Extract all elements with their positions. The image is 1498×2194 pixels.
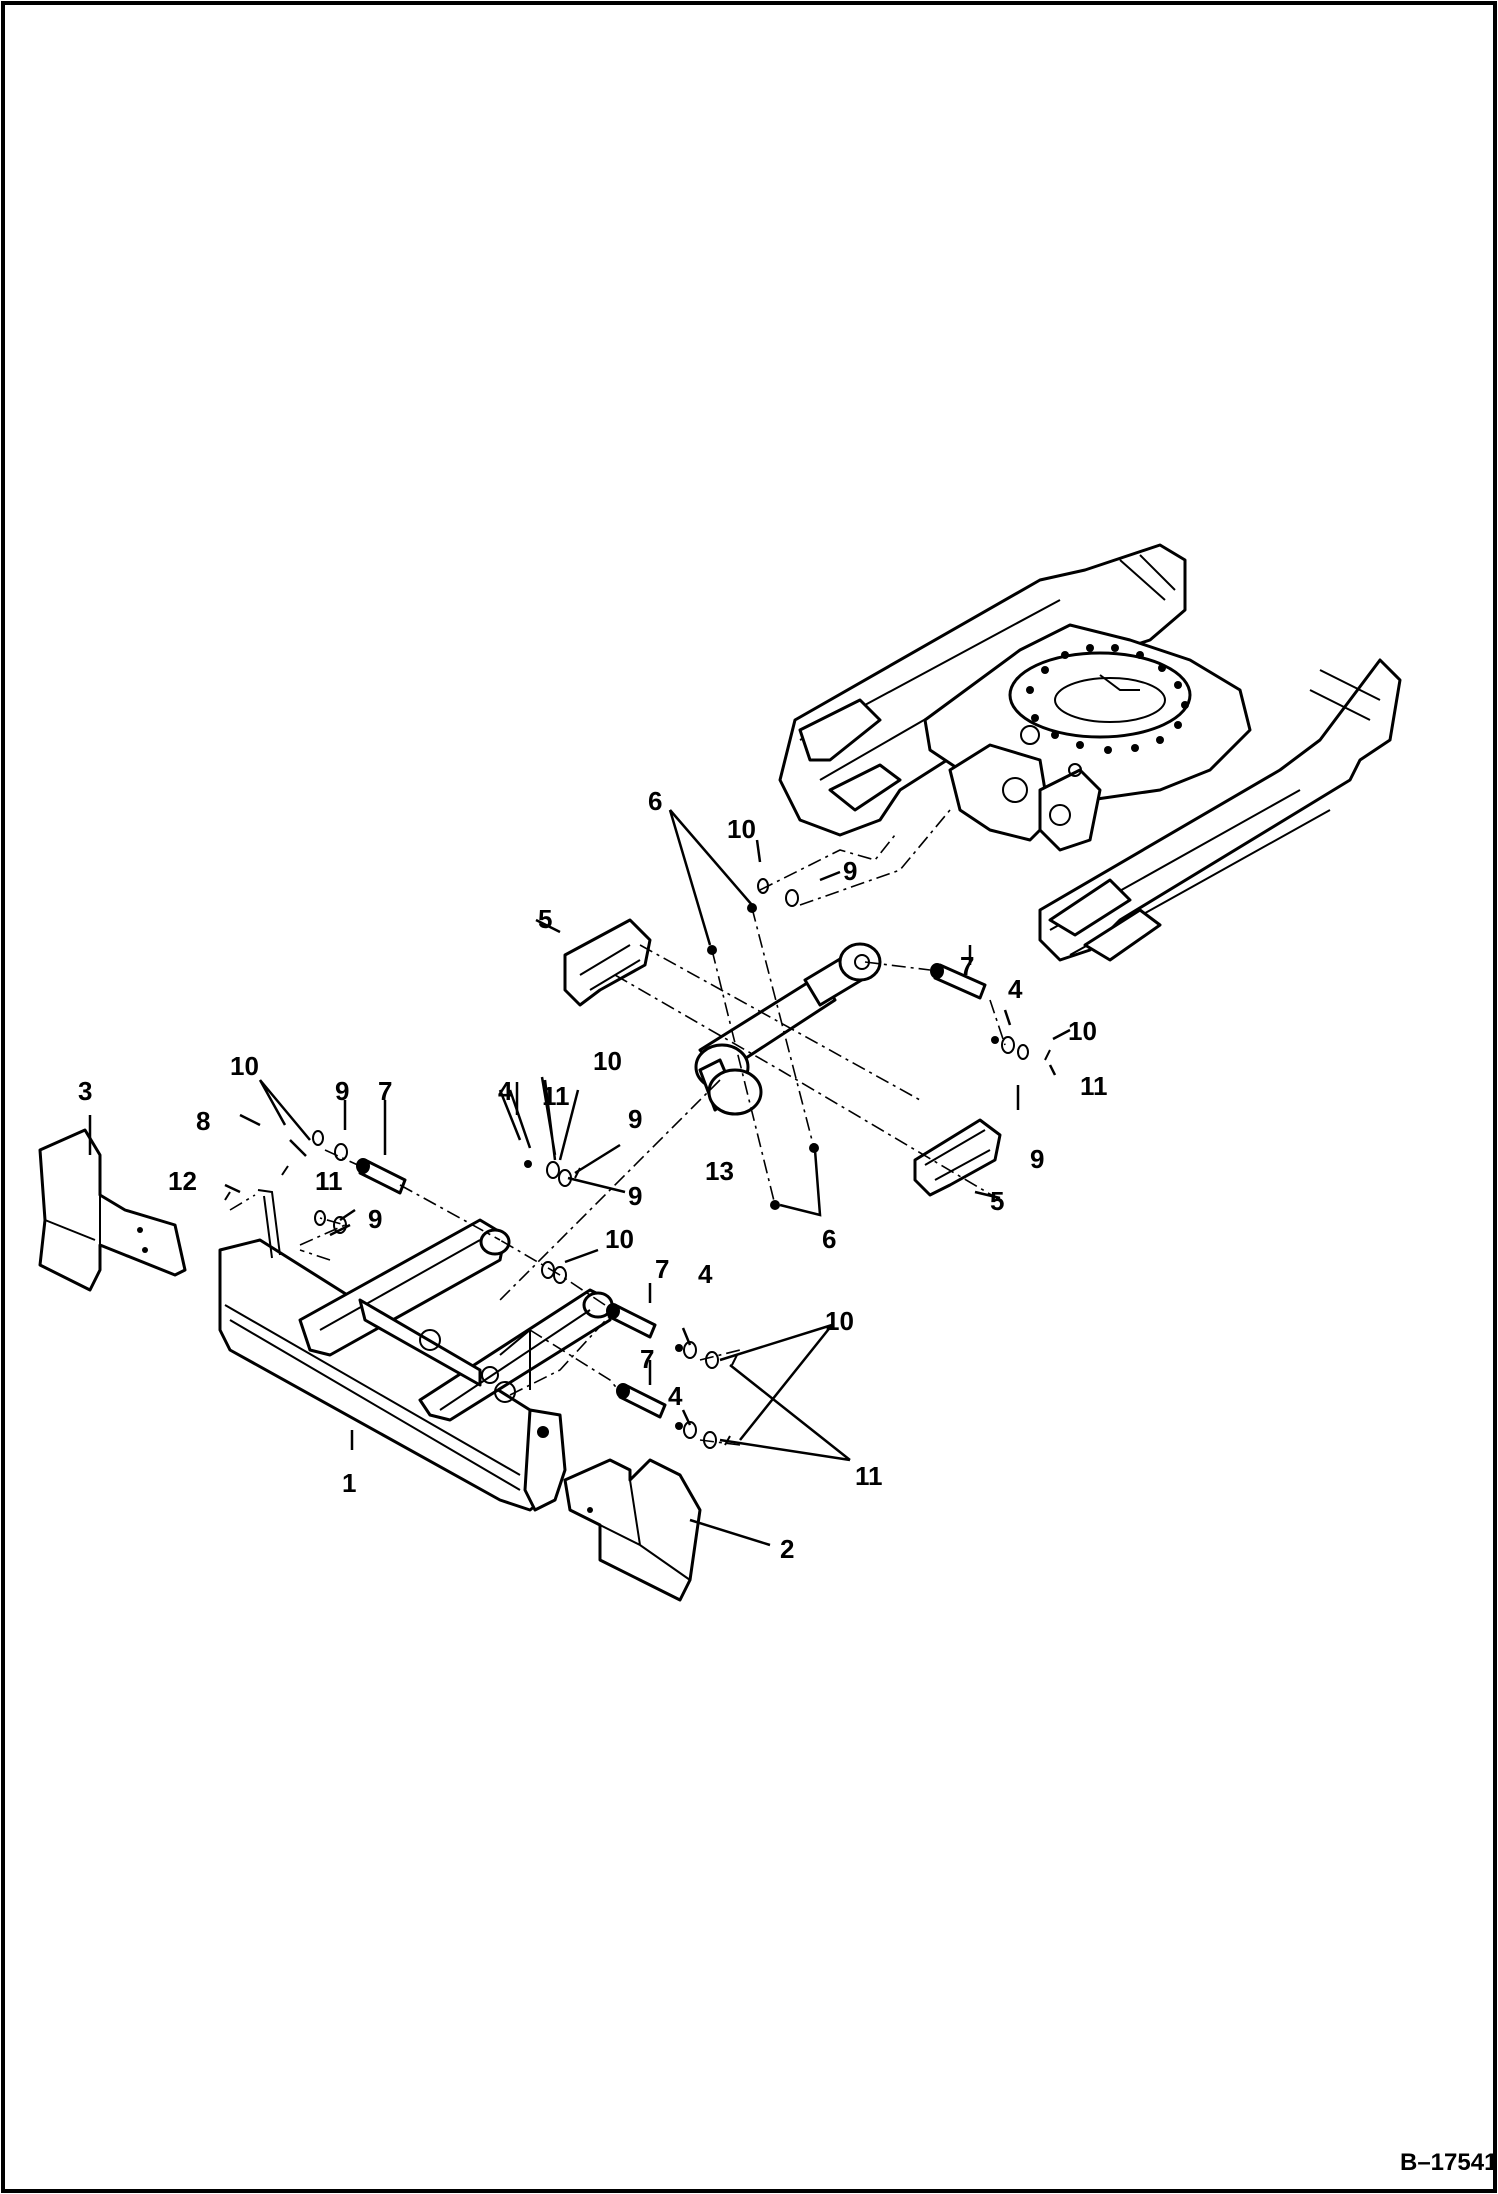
blade-extension-right bbox=[563, 1458, 702, 1602]
callout-13: 13 bbox=[705, 1156, 734, 1186]
callout-labels: 1 2 3 4 4 4 4 5 5 6 6 7 7 7 7 8 9 9 9 9 … bbox=[78, 786, 1497, 2176]
callout-9d: 9 bbox=[628, 1181, 642, 1211]
callout-4c: 4 bbox=[698, 1259, 713, 1289]
callout-11a: 11 bbox=[315, 1166, 343, 1196]
callout-7a: 7 bbox=[960, 951, 974, 981]
callout-7c: 7 bbox=[655, 1254, 669, 1284]
cylinder-guard-upper bbox=[563, 918, 652, 1007]
callout-10f: 10 bbox=[825, 1306, 854, 1336]
cylinder-guard-lower bbox=[913, 1118, 1002, 1197]
callout-11d: 11 bbox=[855, 1461, 883, 1491]
callout-10e: 10 bbox=[1068, 1016, 1097, 1046]
callout-5b: 5 bbox=[990, 1186, 1004, 1216]
callout-11b: 11 bbox=[542, 1081, 570, 1111]
callout-9e: 9 bbox=[368, 1204, 382, 1234]
callout-10d: 10 bbox=[605, 1224, 634, 1254]
callout-9a: 9 bbox=[843, 856, 857, 886]
callout-9c: 9 bbox=[628, 1104, 642, 1134]
callout-5a: 5 bbox=[538, 904, 552, 934]
figure-reference-code: B–17541 bbox=[1400, 2149, 1497, 2176]
dozer-blade bbox=[218, 1218, 614, 1512]
callout-3: 3 bbox=[78, 1076, 92, 1106]
callout-7d: 7 bbox=[640, 1344, 654, 1374]
callout-4a: 4 bbox=[498, 1076, 513, 1106]
callout-9f: 9 bbox=[1030, 1144, 1044, 1174]
callout-9b: 9 bbox=[335, 1076, 349, 1106]
callout-4d: 4 bbox=[668, 1381, 683, 1411]
callout-10a: 10 bbox=[727, 814, 756, 844]
assembly-centerlines bbox=[229, 809, 1006, 1446]
callout-2: 2 bbox=[780, 1534, 794, 1564]
callout-12: 12 bbox=[168, 1166, 197, 1196]
callout-6b: 6 bbox=[822, 1224, 836, 1254]
callout-4b: 4 bbox=[1008, 974, 1023, 1004]
callout-8: 8 bbox=[196, 1106, 210, 1136]
hydraulic-cylinder bbox=[694, 942, 882, 1116]
blade-extension-left bbox=[38, 1128, 187, 1292]
callout-10c: 10 bbox=[593, 1046, 622, 1076]
undercarriage-frame bbox=[778, 543, 1402, 962]
callout-10b: 10 bbox=[230, 1051, 259, 1081]
leader-lines bbox=[88, 809, 1071, 1547]
callout-1: 1 bbox=[342, 1468, 356, 1498]
callout-7b: 7 bbox=[378, 1076, 392, 1106]
callout-11c: 11 bbox=[1080, 1071, 1108, 1101]
callout-6a: 6 bbox=[648, 786, 662, 816]
